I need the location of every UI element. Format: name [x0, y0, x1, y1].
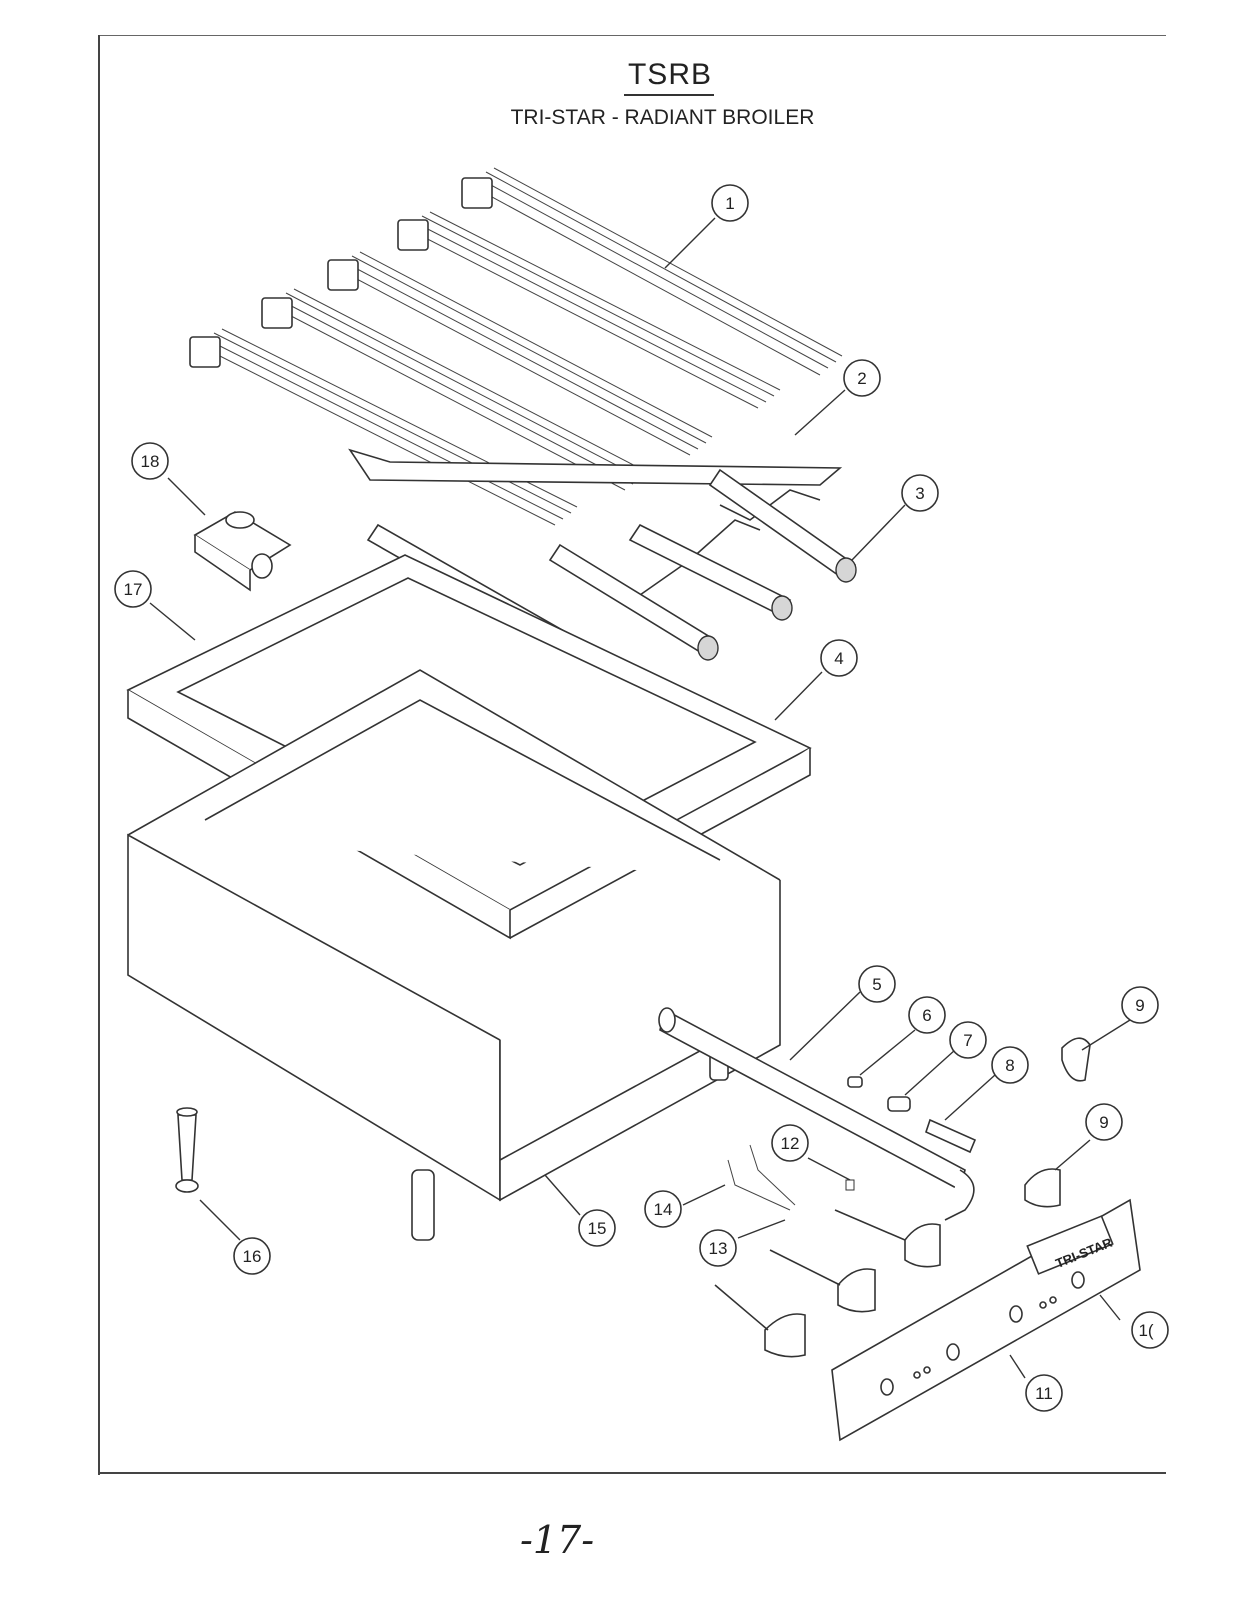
callout-1: 1 [711, 184, 749, 222]
page-number: -17- [520, 1518, 595, 1562]
svg-text:13: 13 [709, 1239, 728, 1258]
svg-text:9: 9 [1099, 1113, 1108, 1132]
callout-7: 7 [949, 1021, 987, 1059]
svg-text:15: 15 [588, 1219, 607, 1238]
callout-10: 1( [1131, 1311, 1169, 1349]
svg-text:9: 9 [1135, 996, 1144, 1015]
pressure-regulator [193, 511, 292, 592]
svg-text:6: 6 [922, 1006, 931, 1025]
callout-4: 4 [820, 639, 858, 677]
svg-text:14: 14 [654, 1200, 673, 1219]
callout-8: 8 [991, 1046, 1029, 1084]
callout-9-lower: 9 [1085, 1103, 1123, 1141]
page-title: TSRB [627, 58, 712, 91]
svg-text:18: 18 [141, 452, 160, 471]
svg-text:2: 2 [857, 369, 866, 388]
gas-manifold [658, 1007, 975, 1221]
title-underline [624, 94, 714, 96]
svg-text:16: 16 [243, 1247, 262, 1266]
callout-5: 5 [858, 965, 896, 1003]
svg-text:17: 17 [124, 580, 143, 599]
callout-16: 16 [233, 1237, 271, 1275]
callout-18: 18 [131, 442, 169, 480]
page-subtitle: TRI-STAR - RADIANT BROILER [510, 106, 815, 129]
callout-2: 2 [843, 359, 881, 397]
frame-top-border [98, 35, 1166, 36]
callout-13: 13 [699, 1229, 737, 1267]
svg-text:1: 1 [725, 194, 734, 213]
broiler-body [127, 669, 781, 1241]
svg-text:8: 8 [1005, 1056, 1014, 1075]
svg-text:4: 4 [834, 649, 843, 668]
callout-17: 17 [114, 570, 152, 608]
callout-9-upper: 9 [1121, 986, 1159, 1024]
adjustable-leg [175, 1107, 199, 1193]
svg-text:7: 7 [963, 1031, 972, 1050]
callout-12: 12 [771, 1124, 809, 1162]
frame-left-border [98, 35, 100, 1475]
radiant-grates [189, 167, 843, 526]
callout-11: 11 [1025, 1374, 1063, 1412]
svg-text:3: 3 [915, 484, 924, 503]
svg-text:1(: 1( [1138, 1321, 1153, 1340]
control-panel: TRI-STAR [831, 1198, 1141, 1442]
svg-text:11: 11 [1035, 1384, 1053, 1403]
callout-3: 3 [901, 474, 939, 512]
callout-14: 14 [644, 1190, 682, 1228]
leader-lines [149, 217, 1131, 1379]
frame-bottom-border [98, 1472, 1166, 1474]
svg-text:12: 12 [781, 1134, 800, 1153]
svg-text:5: 5 [872, 975, 881, 994]
callout-15: 15 [578, 1209, 616, 1247]
callout-6: 6 [908, 996, 946, 1034]
